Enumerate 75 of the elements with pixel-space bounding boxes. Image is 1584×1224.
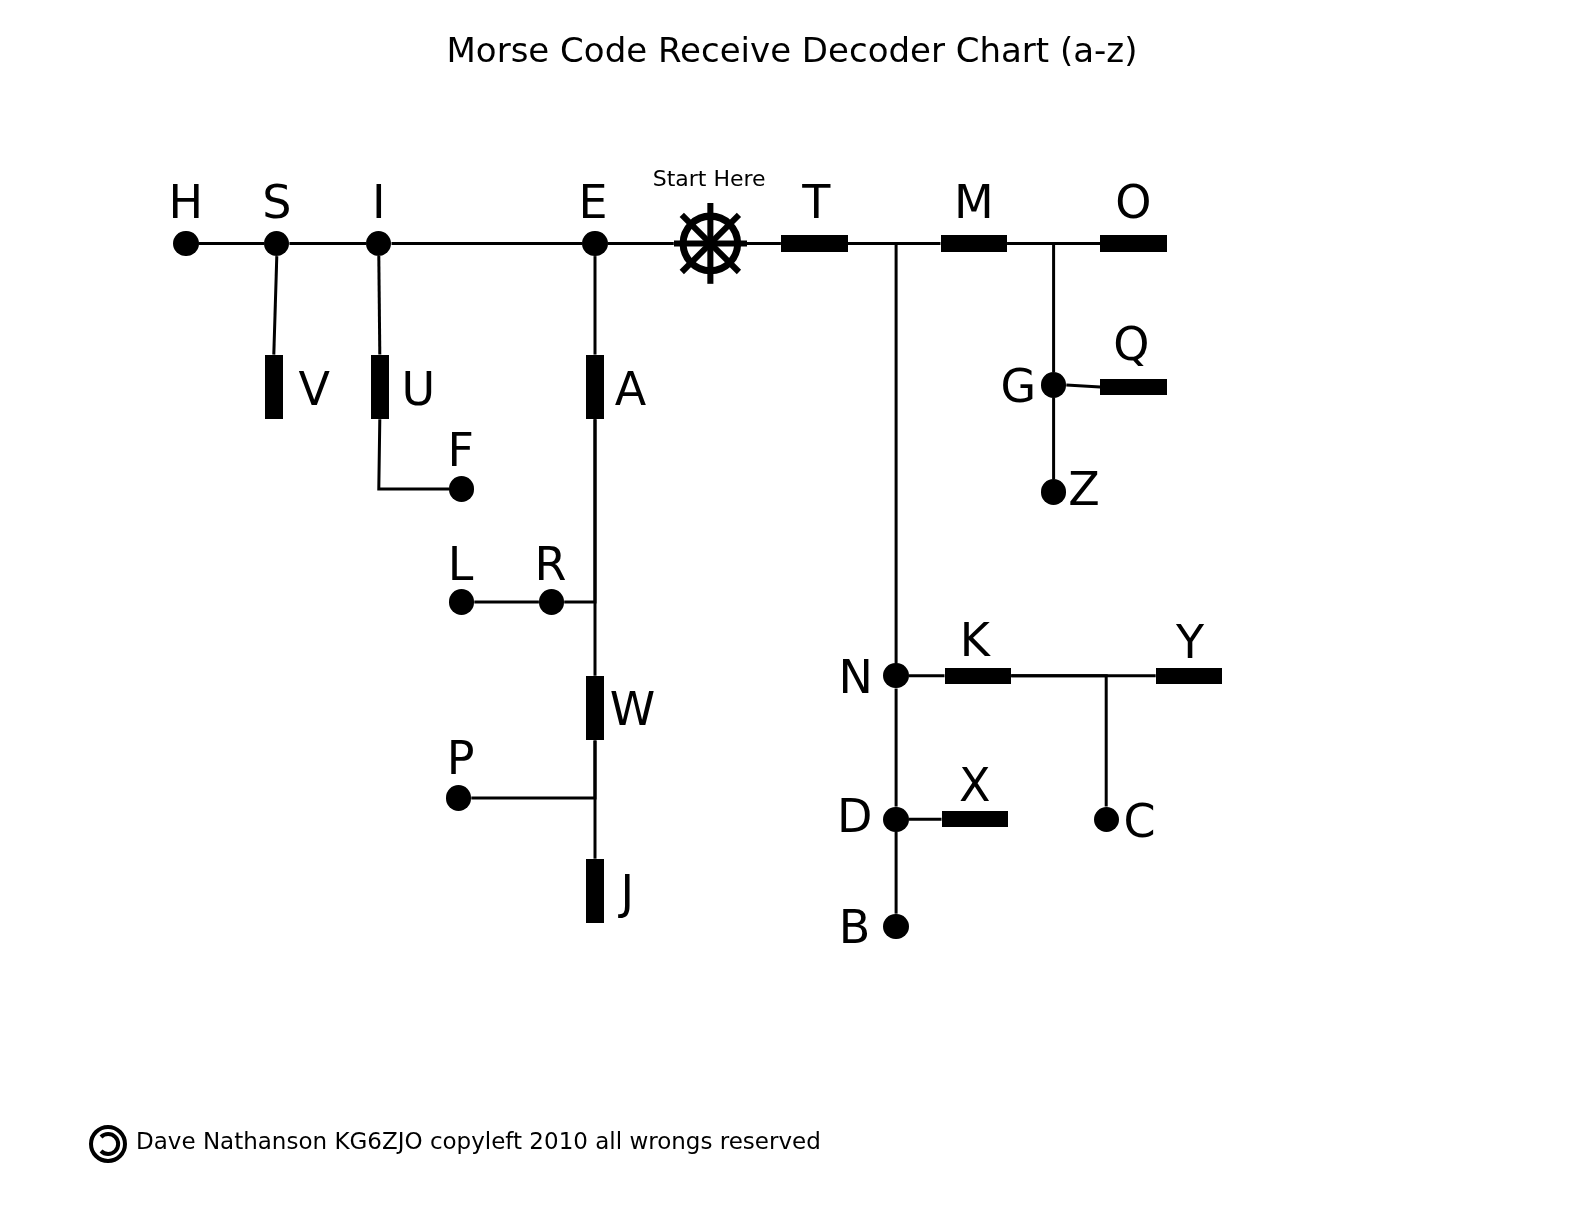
connector-line: [894, 688, 898, 807]
letter-label: R: [534, 540, 567, 587]
connector-line: [593, 256, 597, 355]
letter-label: U: [401, 365, 436, 412]
letter-label: B: [838, 904, 871, 951]
letter-label: I: [372, 179, 386, 226]
ship-wheel-icon: [673, 201, 747, 286]
letter-label: L: [447, 540, 474, 587]
letter-label: P: [446, 734, 475, 781]
connector-line: [908, 674, 945, 678]
letter-label: A: [614, 365, 647, 412]
footer-note: Dave Nathanson KG6ZJO copyleft 2010 all wrongs reserved: [136, 1130, 821, 1153]
connector-line: [746, 242, 781, 245]
dash-mark: [780, 235, 848, 252]
dash-mark: [940, 235, 1008, 252]
dot-mark: [538, 589, 565, 615]
dash-mark: [1100, 378, 1167, 395]
dash-mark: [585, 675, 605, 741]
connector-line: [1011, 674, 1108, 807]
letter-label: Z: [1068, 465, 1100, 512]
connector-line: [377, 419, 449, 491]
dot-mark: [582, 230, 608, 257]
dash-mark: [941, 811, 1009, 828]
dot-mark: [449, 589, 475, 615]
connector-line: [391, 242, 583, 245]
dot-mark: [1093, 806, 1119, 832]
dot-mark: [1041, 372, 1067, 398]
letter-label: T: [802, 179, 831, 226]
connector-line: [1007, 242, 1056, 373]
dot-mark: [366, 230, 392, 257]
dash-mark: [585, 354, 605, 420]
letter-label: N: [838, 653, 873, 700]
dot-mark: [173, 230, 199, 257]
dash-mark: [370, 354, 389, 420]
connector-line: [289, 242, 367, 245]
connector-line: [377, 256, 382, 355]
letter-label: E: [578, 179, 608, 226]
letter-label: X: [959, 761, 991, 808]
connector-line: [908, 817, 942, 821]
dot-mark: [264, 230, 290, 257]
dot-mark: [449, 476, 475, 502]
dash-mark: [944, 667, 1012, 684]
connector-line: [593, 740, 597, 859]
letter-label: Y: [1175, 619, 1205, 666]
dash-mark: [264, 354, 283, 420]
letter-label: O: [1115, 179, 1152, 226]
dot-mark: [883, 913, 909, 939]
chart-title: Morse Code Receive Decoder Chart (a-z): [445, 30, 1139, 70]
dot-mark: [883, 663, 909, 689]
connector-line: [607, 242, 674, 245]
letter-label: F: [447, 426, 474, 473]
start-label: Start Here: [652, 167, 766, 190]
dot-mark: [883, 806, 909, 832]
letter-label: C: [1123, 798, 1156, 845]
letter-label: S: [262, 179, 292, 226]
dot-mark: [1041, 479, 1067, 505]
dash-mark: [1155, 667, 1223, 684]
letter-label: H: [168, 179, 204, 226]
letter-label: W: [609, 686, 656, 733]
connector-line: [894, 831, 898, 914]
letter-label: M: [954, 179, 994, 226]
connector-line: [198, 242, 265, 245]
letter-label: D: [836, 793, 873, 840]
dot-mark: [446, 785, 472, 811]
dash-mark: [585, 858, 605, 924]
connector-line: [1066, 383, 1101, 389]
dash-mark: [1100, 235, 1167, 252]
connector-line: [474, 600, 539, 604]
connector-line: [272, 256, 279, 355]
letter-label: K: [959, 617, 990, 664]
letter-label: G: [1000, 362, 1037, 409]
connector-line: [593, 419, 597, 676]
letter-label: Q: [1113, 321, 1150, 368]
connector-line: [1052, 397, 1056, 480]
letter-label: V: [298, 365, 330, 412]
